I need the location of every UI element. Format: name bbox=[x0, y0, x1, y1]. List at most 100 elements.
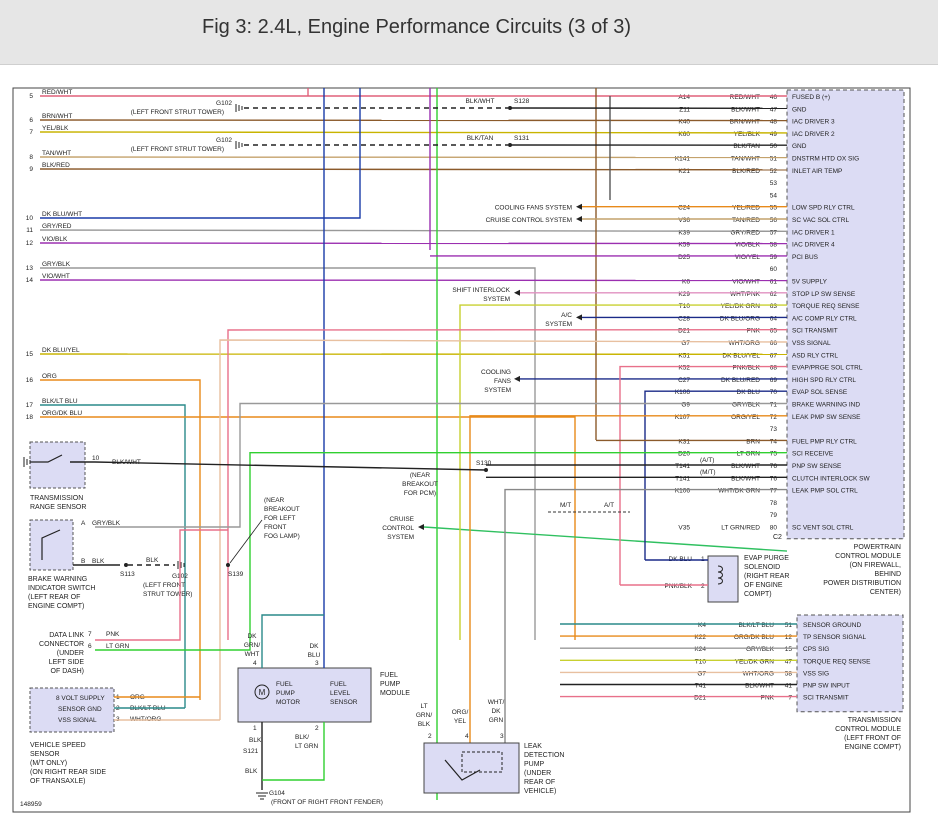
diagram-frame bbox=[12, 87, 911, 813]
pcm-label: CENTER) bbox=[870, 589, 901, 596]
left-wire-number: 10 bbox=[26, 215, 34, 222]
left-wire-number: 11 bbox=[26, 227, 33, 234]
tcm-circuit-id: K4 bbox=[698, 622, 706, 629]
pcm-pin-function: A/C COMP RLY CTRL bbox=[792, 315, 857, 322]
dlc-wire-6-label: LT GRN bbox=[106, 643, 130, 650]
pcm-pin-number: 61 bbox=[770, 279, 778, 286]
system-label: CRUISE bbox=[389, 516, 414, 523]
pcm-wire-color: WHT/DK GRN bbox=[718, 488, 760, 495]
leak-wire-label: YEL bbox=[454, 718, 467, 725]
pcm-pin-function: BRAKE WARNING IND bbox=[792, 402, 860, 409]
splice-id: S128 bbox=[514, 98, 530, 105]
tcm-circuit-id: D21 bbox=[694, 695, 706, 702]
tcm-pin-number: 15 bbox=[785, 646, 793, 653]
evap-label: COMPT) bbox=[744, 591, 772, 598]
leak-wire-label: BLK bbox=[418, 721, 431, 728]
left-wire-label: GRY/BLK bbox=[42, 261, 71, 268]
ground-desc: (LEFT FRONT STRUT TOWER) bbox=[131, 109, 224, 116]
wire-dk-grn-wht bbox=[261, 614, 324, 668]
trs-label: RANGE SENSOR bbox=[30, 504, 86, 511]
fuel-sensor-label: SENSOR bbox=[330, 699, 358, 706]
fuel-wire-4-label: DK bbox=[247, 633, 257, 640]
leak-pin: 4 bbox=[465, 733, 469, 740]
pcm-pin-number: 56 bbox=[770, 217, 778, 224]
pcm-circuit-id: V35 bbox=[678, 525, 690, 532]
system-label: SYSTEM bbox=[387, 534, 414, 541]
figure-title: Fig 3: 2.4L, Engine Performance Circuits… bbox=[202, 16, 632, 38]
pcm-circuit-id: C24 bbox=[678, 205, 690, 212]
tcm-wire-color: GRY/BLK bbox=[746, 646, 775, 653]
brake-switch-symbol bbox=[41, 529, 61, 560]
splice-id: S130 bbox=[476, 460, 492, 467]
pcm-pin-number: 63 bbox=[770, 303, 778, 310]
leak-pump-box bbox=[423, 742, 520, 794]
pcm-circuit-id: C27 bbox=[678, 377, 690, 384]
pcm-circuit-id: D25 bbox=[678, 254, 690, 261]
tcm-wire-color: ORG/DK BLU bbox=[734, 634, 774, 641]
arrow-icon bbox=[514, 375, 520, 382]
splice-note: BREAKOUT bbox=[264, 506, 300, 513]
wire-lt-grn-red bbox=[423, 526, 788, 552]
brake-wire-b-label: BLK bbox=[92, 558, 105, 565]
pcm-wire-color: YEL/RED bbox=[732, 205, 760, 212]
pcm-circuit-id: K107 bbox=[675, 414, 691, 421]
pcm-pin-function: LEAK PMP SOL CTRL bbox=[792, 488, 858, 495]
pcm-pin-function: PCI BUS bbox=[792, 254, 819, 261]
wire-blk-lt-blu bbox=[40, 404, 186, 708]
wire-lt-grn bbox=[95, 452, 787, 651]
pcm-circuit-id: K106 bbox=[675, 488, 691, 495]
tcm-pin-function: TORQUE REQ SENSE bbox=[803, 658, 871, 665]
pcm-pin-number: 62 bbox=[770, 291, 778, 298]
wire-tan-wht bbox=[39, 156, 788, 159]
system-label: SYSTEM bbox=[483, 296, 510, 303]
brake-switch-box bbox=[29, 519, 74, 571]
evap-label: EVAP PURGE bbox=[744, 555, 789, 562]
evap-wire-2-label: PNK/BLK bbox=[665, 583, 693, 590]
tcm-wire-color: BLK/LT BLU bbox=[738, 622, 774, 629]
ground-desc: (LEFT FRONT STRUT TOWER) bbox=[131, 146, 224, 153]
leak-wire-label: ORG/ bbox=[452, 709, 469, 716]
pcm-circuit-id: K52 bbox=[678, 365, 690, 372]
ground-id: G102 bbox=[216, 100, 232, 107]
dlc-label: (UNDER bbox=[57, 650, 84, 657]
wire-yel-dk-grn bbox=[459, 304, 787, 640]
leak-wire-label: WHT/ bbox=[488, 699, 505, 706]
left-wire-number: 18 bbox=[26, 414, 34, 421]
pcm-pin-number: 71 bbox=[770, 402, 778, 409]
vss-row-label: SENSOR GND bbox=[58, 706, 102, 713]
mt-label: M/T bbox=[560, 502, 571, 509]
pcm-label: (ON FIREWALL, bbox=[850, 562, 902, 569]
pcm-pin-function: DNSTRM HTD OX SIG bbox=[792, 156, 859, 163]
pcm-pin-function: 5V SUPPLY bbox=[792, 279, 828, 286]
pcm-pin-number: 54 bbox=[770, 192, 778, 199]
pcm-pin-function: FUSED B (+) bbox=[792, 94, 830, 101]
pcm-circuit-id: K6 bbox=[682, 279, 690, 286]
splice-note: FRONT bbox=[264, 524, 286, 531]
pcm-wire-color: TAN/WHT bbox=[731, 156, 760, 163]
splice-id: S113 bbox=[120, 571, 135, 578]
ground-icon bbox=[23, 457, 31, 467]
dlc-label: LEFT SIDE bbox=[49, 659, 85, 666]
tcm-pin-function: CPS SIG bbox=[803, 646, 829, 653]
tcm-wire-color: WHT/ORG bbox=[743, 670, 774, 677]
pcm-circuit-id: K21 bbox=[678, 168, 690, 175]
leak-pump-label: LEAK bbox=[524, 743, 542, 750]
pcm-pin-function: ASD RLY CTRL bbox=[792, 352, 838, 359]
dlc-label: CONNECTOR bbox=[39, 641, 84, 648]
splice-note: (NEAR bbox=[410, 472, 431, 479]
tcm-pin-function: PNP SW INPUT bbox=[803, 683, 850, 690]
mt-tag: (M/T) bbox=[700, 469, 716, 476]
pcm-wire-color: GRY/BLK bbox=[732, 402, 761, 409]
wire-org bbox=[40, 379, 201, 700]
pcm-circuit-id: K29 bbox=[678, 291, 690, 298]
figure-header: Fig 3: 2.4L, Engine Performance Circuits… bbox=[0, 0, 938, 65]
pcm-pin-number: 59 bbox=[770, 254, 778, 261]
tcm-wire-color: BLK/WHT bbox=[745, 683, 774, 690]
evap-label: OF ENGINE bbox=[744, 582, 783, 589]
left-wire-number: 15 bbox=[26, 351, 34, 358]
pcm-label: POWERTRAIN bbox=[854, 544, 901, 551]
motor-symbol: M bbox=[259, 688, 266, 697]
dlc-wire-7-label: PNK bbox=[106, 631, 120, 638]
at-tag: (A/T) bbox=[700, 457, 714, 464]
vss-row-label: VSS SIGNAL bbox=[58, 717, 97, 724]
